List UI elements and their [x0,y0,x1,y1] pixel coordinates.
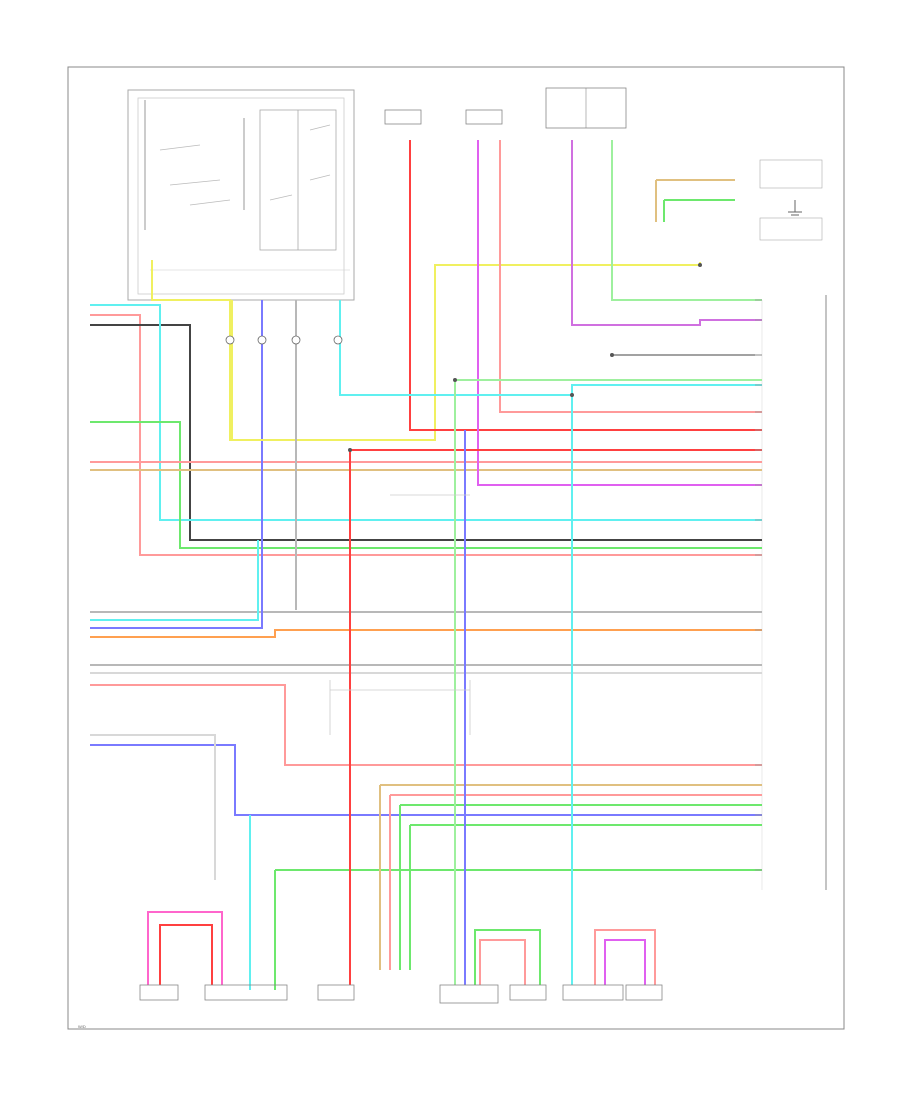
pin-row [225,335,343,345]
bottom-loops [147,911,656,985]
switch-assembly [127,89,355,301]
thin-links [329,494,471,735]
harness-wires [90,300,762,990]
ground-symbol-icon [788,200,802,216]
module-pins [755,299,762,871]
page-code: W/D [78,1024,86,1029]
vertical-feeds [151,140,762,985]
bottom-connectors [139,984,663,1004]
control-module-bracket [761,295,827,890]
splice-dots [348,263,702,452]
diagram-frame [67,66,845,1030]
top-connectors [384,87,823,241]
